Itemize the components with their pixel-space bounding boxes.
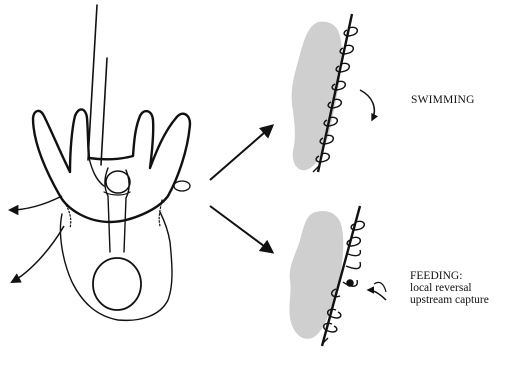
food-particle [346, 279, 354, 287]
flow-arrows [10, 196, 64, 282]
feeding-capture-arrow [368, 290, 386, 300]
swimming-beat-arrow [360, 90, 374, 120]
feeding-line-2: upstream capture [410, 294, 489, 306]
feeding-label: FEEDING: local reversal upstream capture [410, 270, 489, 306]
feeding-tissue [289, 211, 343, 339]
pointer-arrows [210, 126, 272, 252]
oesophagus [105, 168, 129, 252]
larva-body [33, 5, 190, 320]
swimming-label: SWIMMING [411, 94, 475, 106]
feeding-panel [289, 206, 386, 346]
feeding-line-1: local reversal [410, 282, 489, 294]
epaulette [174, 181, 190, 191]
flow-arrow-upper [10, 196, 62, 210]
ciliated-band [33, 109, 190, 222]
mouth [106, 171, 130, 193]
body-outline [60, 212, 172, 320]
feeding-title: FEEDING: [410, 270, 489, 282]
flow-arrow-lower [12, 226, 64, 282]
stomach [93, 258, 141, 310]
arrow-to-swimming [210, 126, 272, 180]
rod-left [88, 5, 97, 160]
arrow-to-feeding [210, 206, 272, 252]
rod-right [101, 58, 107, 165]
swimming-panel [292, 14, 375, 172]
